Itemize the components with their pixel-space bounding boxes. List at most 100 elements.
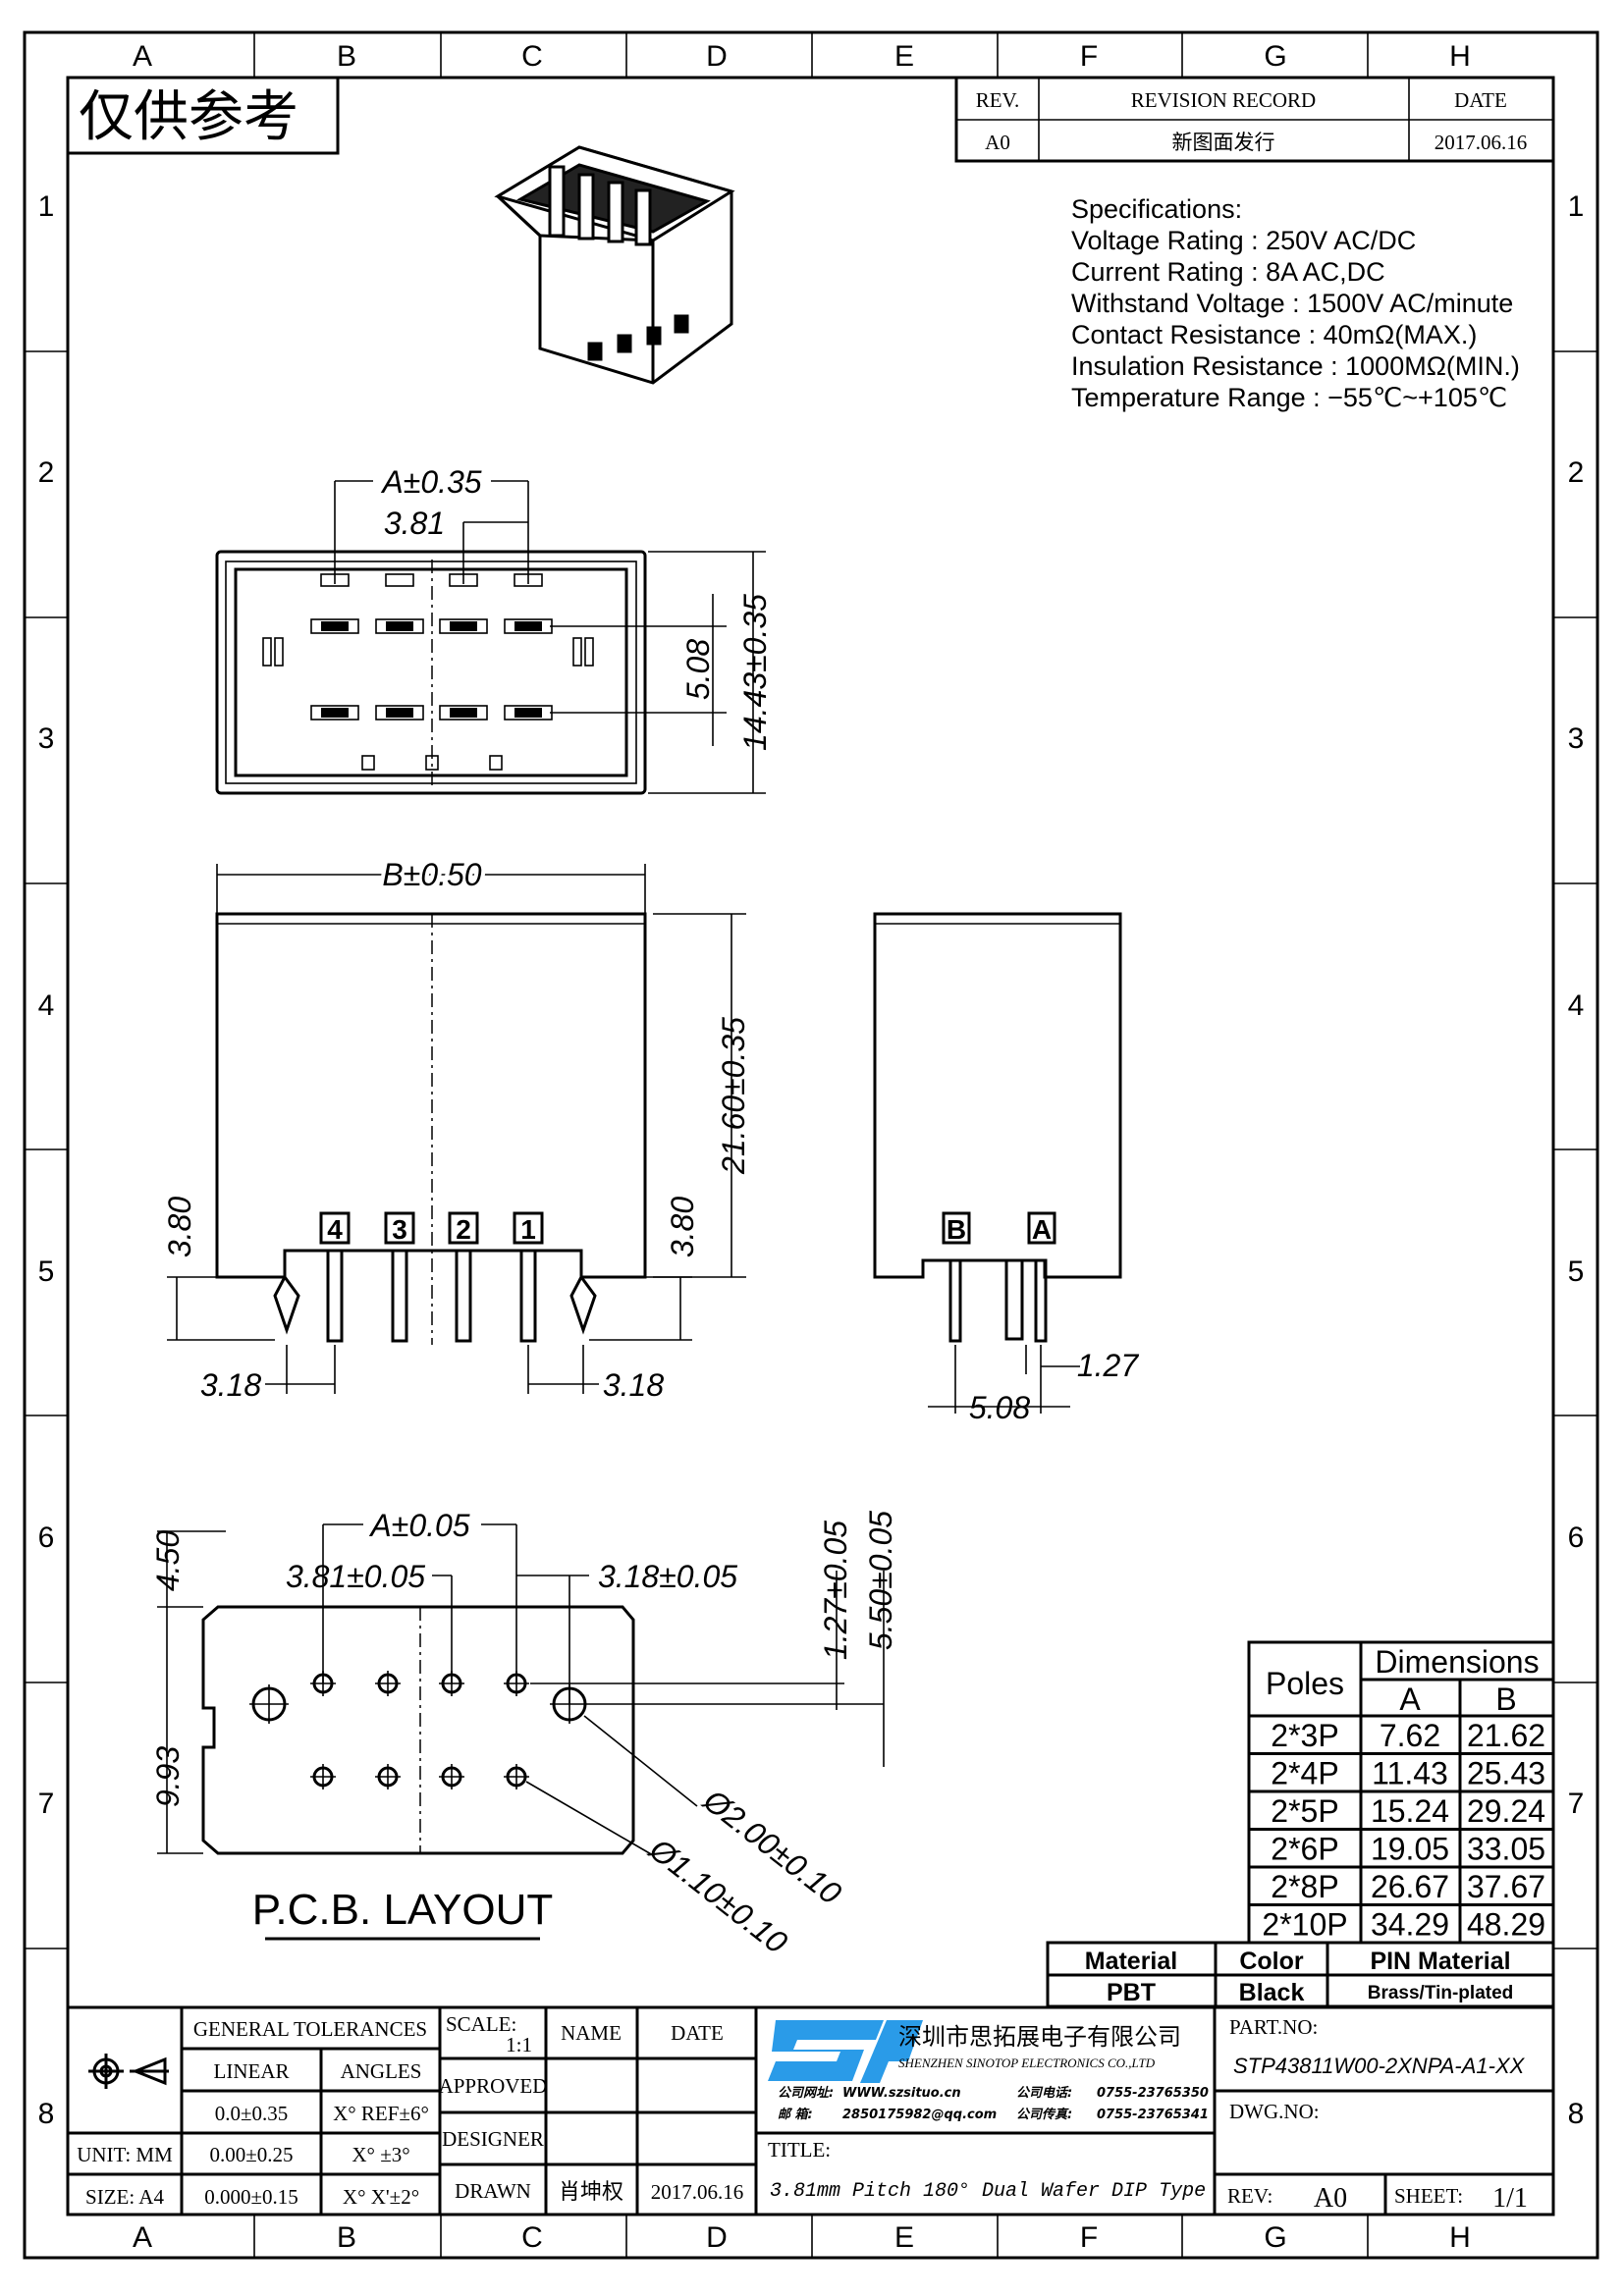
pin-number-box <box>448 1211 479 1245</box>
pin-number-box <box>384 1211 415 1245</box>
dim-right-peg: 3.18 <box>603 1367 664 1403</box>
watermark-text: 仅供参考 <box>79 85 298 149</box>
zone-column-label: A <box>133 2221 152 2254</box>
approved-label: APPROVED <box>439 2074 548 2098</box>
pin <box>391 1249 408 1343</box>
cell-poles: 2*6P <box>1271 1832 1338 1867</box>
title-label: TITLE: <box>768 2138 831 2162</box>
drawn-date: 2017.06.16 <box>651 2180 744 2204</box>
zone-column-label: H <box>1449 40 1471 73</box>
pin-contact <box>439 705 488 721</box>
material-value: PBT <box>1107 1979 1156 2006</box>
drawing-title: 3.81mm Pitch 180° Dual Wafer DIP Type <box>770 2180 1206 2203</box>
scale-value: 1:1 <box>506 2033 532 2056</box>
zone-row-label: 2 <box>38 456 55 489</box>
zone-column-label: G <box>1264 40 1286 73</box>
pin <box>519 1249 537 1343</box>
top-view: A±0.35 3.81 5.08 14.43±0.35 <box>215 464 773 795</box>
revision-date-value: 2017.06.16 <box>1435 131 1528 154</box>
cell-poles: 2*5P <box>1271 1793 1338 1829</box>
zone-row-label: 6 <box>38 1522 55 1554</box>
zone-row-label: 5 <box>38 1255 55 1288</box>
zone-column-label: F <box>1080 40 1098 73</box>
specifications: Specifications: Voltage Rating : 250V AC… <box>1071 194 1520 412</box>
key-slot <box>425 755 439 771</box>
pcb-dim-offset2: 5.50±0.05 <box>863 1511 898 1650</box>
dim-right-pin-length: 3.80 <box>665 1197 700 1257</box>
cell-a: 19.05 <box>1371 1832 1449 1867</box>
pcb-dim-pitch: 3.81±0.05 <box>286 1559 425 1594</box>
dim-body-height: 21.60±0.35 <box>716 1017 751 1175</box>
zone-column-label: C <box>521 2221 543 2254</box>
company-logo <box>768 2020 923 2083</box>
company-name-cn: 深圳市思拓展电子有限公司 <box>898 2023 1181 2051</box>
zone-row-label: 7 <box>38 1788 55 1820</box>
fax-label: 公司传真: <box>1016 2107 1072 2122</box>
zone-row-label: 4 <box>1568 989 1585 1022</box>
pin-number-box <box>319 1211 351 1245</box>
cell-poles: 2*10P <box>1262 1907 1347 1943</box>
cell-poles: 2*3P <box>1271 1718 1338 1753</box>
pcb-dim-height: 9.93 <box>150 1746 186 1807</box>
general-tolerances-label: GENERAL TOLERANCES <box>193 2017 427 2041</box>
linear-tol-2: 0.00±0.25 <box>209 2143 293 2166</box>
zone-column-label: C <box>521 40 543 73</box>
revision-record-value: 新图面发行 <box>1172 131 1275 154</box>
zone-row-label: 8 <box>1568 2098 1585 2130</box>
rev-header: REV. <box>976 88 1020 112</box>
email-label: 邮 箱: <box>778 2107 813 2122</box>
pin-contact-core <box>514 621 542 631</box>
rev-value: A0 <box>985 131 1010 154</box>
zone-column-label: D <box>706 2221 728 2254</box>
spec-line: Contact Resistance : 40mΩ(MAX.) <box>1071 320 1477 349</box>
part-no-label: PART.NO: <box>1229 2015 1318 2039</box>
rev-label: REV: <box>1227 2184 1272 2208</box>
pin-number: 1 <box>520 1214 536 1245</box>
drawn-label: DRAWN <box>455 2179 531 2203</box>
pin-contact <box>310 705 359 721</box>
dim-pin-offset: 1.27 <box>1077 1348 1139 1383</box>
dimensions-header: Dimensions <box>1375 1644 1539 1680</box>
zone-row-label: 5 <box>1568 1255 1585 1288</box>
spec-line: Insulation Resistance : 1000MΩ(MIN.) <box>1071 351 1520 381</box>
side-view: B A 1.27 5.08 <box>873 912 1139 1425</box>
pin-number: 2 <box>456 1214 471 1245</box>
pcb-layout: A±0.05 3.81±0.05 3.18±0.05 4.50 9.93 1.2… <box>150 1508 898 1960</box>
cell-poles: 2*8P <box>1271 1869 1338 1904</box>
sheet-value: 1/1 <box>1492 2183 1528 2214</box>
drawn-name: 肖坤权 <box>559 2180 623 2205</box>
cell-b: 37.67 <box>1467 1869 1545 1904</box>
dim-row-spacing: 5.08 <box>680 639 716 700</box>
zone-row-label: 3 <box>1568 722 1585 755</box>
pcb-dim-top: 4.50 <box>150 1530 186 1591</box>
name-header: NAME <box>561 2021 622 2045</box>
color-header: Color <box>1239 1948 1304 1975</box>
key-slot <box>489 755 503 771</box>
pcb-dim-peg: 3.18±0.05 <box>598 1559 737 1594</box>
pin <box>326 1249 344 1343</box>
cell-b: 21.62 <box>1467 1718 1545 1753</box>
dim-left-pin-length: 3.80 <box>162 1197 197 1257</box>
pin-number-box <box>513 1211 544 1245</box>
pin-contact-core <box>450 708 477 718</box>
pin-contact-core <box>386 621 413 631</box>
email-value: 2850175982@qq.com <box>842 2108 997 2122</box>
zone-column-label: A <box>133 40 152 73</box>
zone-row-label: 1 <box>1568 190 1585 223</box>
zone-column-label: H <box>1449 2221 1471 2254</box>
cell-poles: 2*4P <box>1271 1756 1338 1791</box>
cell-a: 7.62 <box>1380 1718 1440 1753</box>
rev-value-tb: A0 <box>1314 2183 1347 2214</box>
col-b-header: B <box>1495 1682 1516 1717</box>
size-label: SIZE: A4 <box>85 2185 164 2209</box>
company-name-en: SHENZHEN SINOTOP ELECTRONICS CO.,LTD <box>898 2056 1156 2070</box>
color-value: Black <box>1239 1979 1305 2006</box>
specs-title: Specifications: <box>1071 194 1242 224</box>
zone-column-label: F <box>1080 2221 1098 2254</box>
